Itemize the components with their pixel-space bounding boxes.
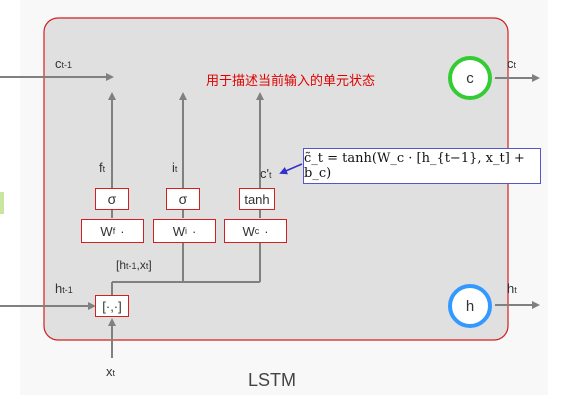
concat-label: [ht-1,xt] bbox=[116, 258, 152, 272]
c-out-label: ct bbox=[507, 56, 517, 71]
input-sigmoid-box: σ bbox=[166, 188, 200, 210]
diagram-title: LSTM bbox=[248, 370, 297, 390]
side-marker bbox=[0, 192, 4, 214]
equation-box: c̃_t = tanh(W_c · [h_{t−1}, x_t] + b_c) bbox=[303, 148, 541, 184]
annotation-text: 用于描述当前输入的单元状态 bbox=[206, 74, 376, 89]
equation-pointer bbox=[279, 163, 303, 175]
concat-box: [·,·] bbox=[95, 295, 129, 317]
h-out-label: ht bbox=[507, 281, 517, 296]
input-gate-label: it bbox=[172, 160, 178, 175]
forget-gate-label: ft bbox=[99, 160, 106, 175]
candidate-tanh-box: tanh bbox=[239, 188, 275, 210]
h-prev-label: ht-1 bbox=[55, 281, 73, 296]
equation-text: c̃_t = tanh(W_c · [h_{t−1}, x_t] + b_c) bbox=[304, 151, 525, 181]
candidate-label: c't bbox=[260, 166, 272, 181]
c-prev-label: ct-1 bbox=[55, 56, 73, 71]
forget-sigmoid-box: σ bbox=[95, 188, 129, 210]
cell-state-node: c bbox=[448, 56, 492, 100]
x-label: xt bbox=[106, 364, 116, 379]
hidden-state-node: h bbox=[448, 284, 492, 328]
